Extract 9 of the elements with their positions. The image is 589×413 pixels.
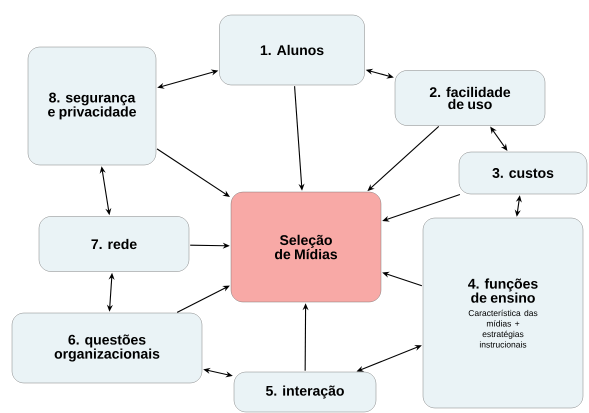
topic-box: 8. segurança e privacidade xyxy=(28,46,156,166)
topic-box: 6. questões organizacionais xyxy=(12,312,202,384)
center-box: Seleção de Mídias xyxy=(230,192,382,302)
topic-box: 7. rede xyxy=(38,216,190,272)
topic-box: 5. interação xyxy=(234,372,376,412)
topic-box: 3. custos xyxy=(458,152,588,194)
topic-box: 1. Alunos xyxy=(219,14,365,86)
topic-box: 2. facilidade de uso xyxy=(394,70,546,126)
topic-box: 4. funções de ensino Característica das mídias + estratégias instrucionais xyxy=(422,218,584,408)
